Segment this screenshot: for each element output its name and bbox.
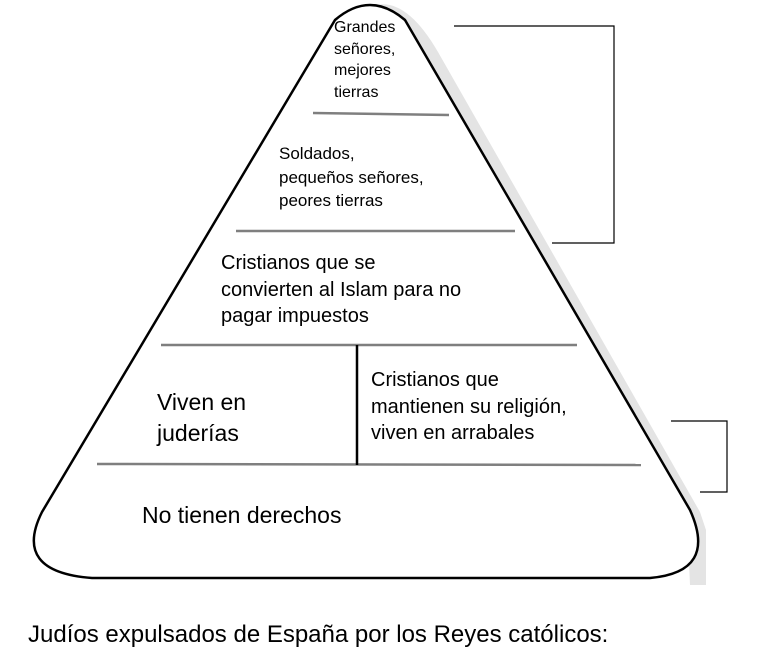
bracket-lower (671, 420, 728, 493)
tier-label-mozarabes: Cristianos que mantienen su religión, vi… (371, 369, 567, 444)
divider-1 (312, 111, 450, 117)
pyramid-outline (32, 3, 700, 580)
caption-text: Judíos expulsados de España por los Reye… (28, 621, 609, 648)
tier-label-muladies: Cristianos que se convierten al Islam pa… (221, 252, 462, 327)
tier-label-soldados: Soldados, pequeños señores, peores tierr… (279, 144, 424, 210)
tier-label-esclavos: No tienen derechos (142, 502, 342, 528)
divider-4 (96, 462, 642, 467)
tier-label-judios: Viven en juderías (157, 389, 247, 446)
bracket-upper (454, 25, 615, 244)
tier-label-grandes-senores: Grandes señores, mejores tierras (334, 19, 396, 101)
